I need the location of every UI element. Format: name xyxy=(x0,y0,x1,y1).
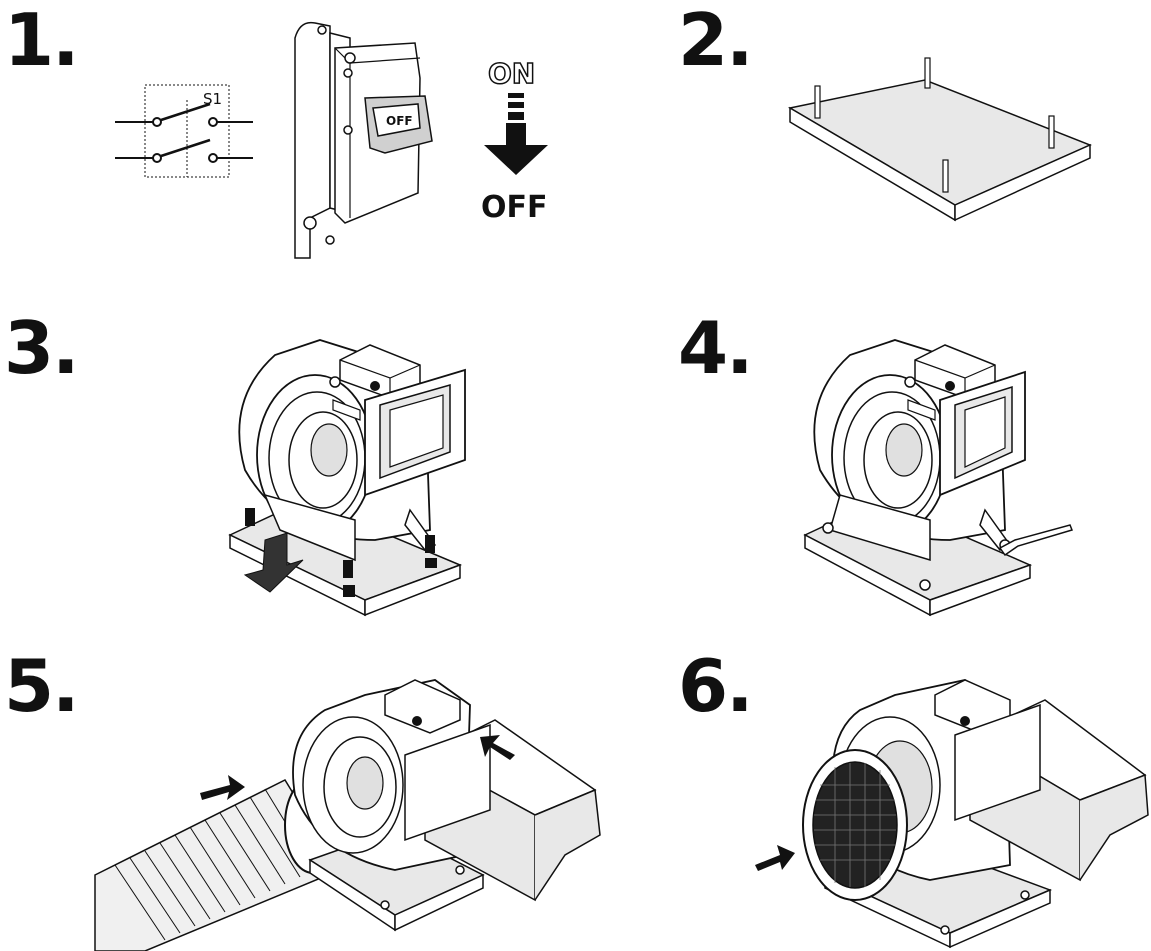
step-number-3: 3. xyxy=(4,306,79,390)
push-arrow-icon xyxy=(480,735,515,760)
breaker-off-label: OFF xyxy=(386,114,413,128)
wrench-icon xyxy=(998,524,1074,557)
off-label: OFF xyxy=(481,190,548,225)
down-arrow-icon xyxy=(243,532,304,593)
switch-schematic-icon: S1 xyxy=(115,84,253,178)
push-arrow-icon xyxy=(200,775,245,800)
push-arrow-icon xyxy=(755,845,795,871)
step-number-6: 6. xyxy=(678,644,753,728)
step-number-1: 1. xyxy=(4,0,79,82)
duct-connection-icon xyxy=(94,679,601,951)
step-number-4: 4. xyxy=(678,306,753,390)
blower-fan-mounted-icon xyxy=(803,339,1074,617)
blower-fan-icon xyxy=(228,339,466,617)
on-off-arrow-icon: ON OFF xyxy=(481,56,548,225)
inlet-grille-icon xyxy=(802,749,908,901)
flex-hose-icon xyxy=(94,779,342,951)
step-number-5: 5. xyxy=(4,644,79,728)
step-number-2: 2. xyxy=(678,0,753,82)
base-plate-icon xyxy=(787,57,1092,222)
switch-label: S1 xyxy=(203,90,222,108)
circuit-breaker-icon: OFF xyxy=(294,21,433,259)
on-label: ON xyxy=(488,57,535,90)
inlet-grille-assembly-icon xyxy=(755,679,1149,949)
